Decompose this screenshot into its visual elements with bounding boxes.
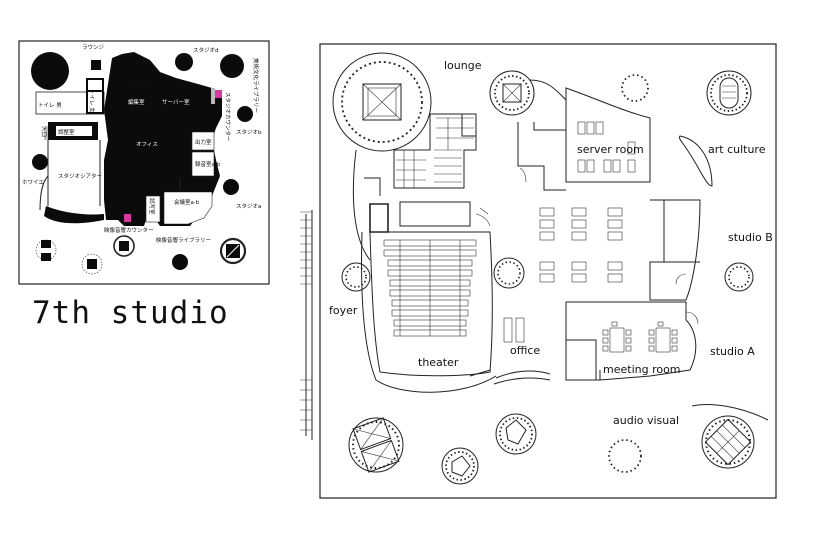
key-map-label-studio-d: スタジオd bbox=[193, 46, 219, 54]
plan-label-studio-a: studio A bbox=[710, 345, 755, 358]
office-room bbox=[493, 317, 551, 385]
key-map-recording-room bbox=[191, 151, 215, 177]
key-map-label-viewing-room: 試写室 bbox=[148, 198, 156, 215]
key-map-pillar bbox=[175, 53, 193, 71]
theater-room bbox=[361, 201, 497, 393]
studio-b-room bbox=[649, 199, 701, 301]
plan-label-audio-visual: audio visual bbox=[613, 414, 679, 427]
key-map-meeting-room bbox=[163, 191, 213, 225]
figure-title: 7th studio bbox=[32, 295, 229, 331]
key-map-label-av-library: 映像音響ライブラリー bbox=[156, 236, 211, 244]
key-map-label-editing-room: 編集室 bbox=[128, 98, 145, 106]
server-room bbox=[517, 87, 651, 191]
meeting-table-grid bbox=[539, 207, 623, 283]
key-map-elevator-marker bbox=[113, 235, 135, 257]
key-map-pillar bbox=[172, 254, 188, 270]
pillar-circles bbox=[341, 257, 754, 473]
key-map-label-control-room: 調整室 bbox=[58, 128, 75, 136]
key-map-theater-wall bbox=[47, 140, 101, 206]
plan-label-office: office bbox=[510, 344, 540, 357]
key-map-label-meeting-room: 会議室a·b bbox=[174, 198, 200, 206]
corridor-wall bbox=[352, 149, 371, 261]
audio-visual-wall bbox=[691, 404, 769, 421]
art-culture-wall bbox=[679, 135, 713, 187]
key-map-pillar bbox=[223, 179, 239, 195]
key-map-lounge-pillar bbox=[31, 52, 69, 90]
key-map-label-art-library: 美術文化ライブラリー bbox=[252, 58, 260, 113]
key-map-av-counter-marker bbox=[124, 214, 131, 222]
key-map-label-studio-b: スタジオb bbox=[236, 128, 262, 136]
key-map-pillar bbox=[237, 106, 253, 122]
key-map: ラウンジ スタジオd スタジオc 編集室 サーバー室 美術文化ライブラリー スタ… bbox=[18, 40, 270, 285]
plan-label-art-culture: art culture bbox=[708, 143, 766, 156]
key-map-label-studio-counter: スタジオカウンター bbox=[224, 92, 232, 142]
plan-frame bbox=[319, 43, 777, 499]
stair-block bbox=[393, 113, 477, 189]
plan-label-meeting-room: meeting room bbox=[603, 363, 681, 376]
key-map-office-block bbox=[104, 52, 222, 226]
key-map-label-studio-a: スタジオa bbox=[236, 202, 261, 210]
key-map-viewing-room bbox=[145, 195, 161, 223]
key-map-label-lounge: ラウンジ bbox=[82, 43, 105, 51]
bottom-left-stair bbox=[348, 417, 404, 473]
key-map-pillar bbox=[32, 154, 48, 170]
key-map-label-toilet-male: トイレ 男 bbox=[38, 102, 62, 109]
art-culture-stair bbox=[706, 70, 752, 116]
key-map-stair-marker bbox=[219, 237, 247, 265]
plan-label-foyer: foyer bbox=[329, 304, 358, 317]
bottom-elevators bbox=[441, 413, 537, 485]
key-map-foyer-door bbox=[44, 126, 48, 140]
key-map-pillar bbox=[220, 54, 244, 78]
key-map-label-toilet-female: トイレ 女 bbox=[88, 89, 96, 113]
key-map-label-entrance: 入口 bbox=[40, 126, 47, 137]
small-dotted-circle bbox=[621, 74, 649, 102]
plan-label-studio-b: studio B bbox=[728, 231, 773, 244]
key-map-restroom-marker bbox=[91, 60, 101, 70]
plan-edge-strip bbox=[305, 210, 313, 440]
key-map-label-studio-theater: スタジオシアター bbox=[58, 172, 102, 180]
key-map-label-recording-room: 録音室a·b bbox=[195, 160, 221, 168]
key-map-counter-marker bbox=[215, 90, 222, 98]
key-map-label-server-room: サーバー室 bbox=[162, 98, 190, 106]
key-map-label-foyer: ホワイエ bbox=[22, 179, 44, 186]
plan-label-server-room: server room bbox=[577, 143, 644, 156]
key-map-output-room bbox=[191, 131, 215, 151]
key-map-label-av-counter: 映像音響カウンター bbox=[104, 226, 154, 234]
meeting-room bbox=[565, 301, 699, 381]
plan-label-theater: theater bbox=[418, 356, 459, 369]
bottom-right-stair bbox=[701, 415, 755, 469]
key-map-elevator-marker bbox=[81, 253, 103, 275]
lounge-circle bbox=[332, 52, 432, 152]
key-map-label-output-room: 出力室 bbox=[195, 138, 212, 146]
key-map-label-studio-c: スタジオc bbox=[126, 80, 151, 88]
key-map-label-office: オフィス bbox=[136, 141, 158, 148]
main-plan: lounge server room art culture studio B … bbox=[300, 43, 777, 499]
key-map-theater-front bbox=[44, 206, 104, 224]
plan-label-lounge: lounge bbox=[444, 59, 482, 72]
elevator-circle bbox=[489, 70, 535, 116]
